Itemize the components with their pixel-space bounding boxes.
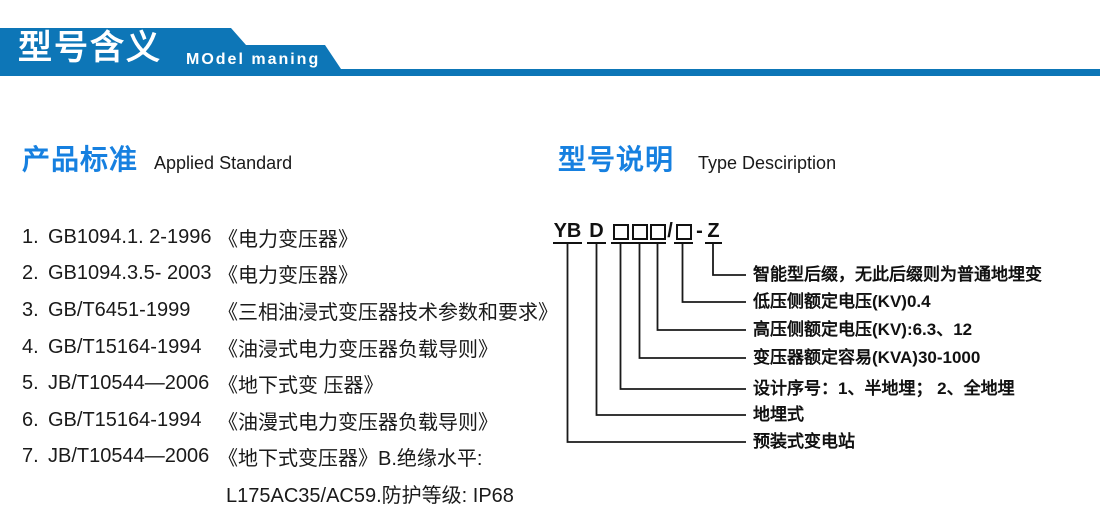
standard-title: 《电力变压器》 (218, 228, 358, 251)
standard-item: 3. GB/T6451-1999 《三相油浸式变压器技术参数和要求》 (22, 292, 572, 329)
banner-title: 型号含义 (18, 29, 162, 67)
standard-code: JB/T10544—2006 (48, 372, 210, 395)
standard-item: 7. JB/T10544—2006 《地下式变压器》B.绝缘水平: (22, 439, 572, 476)
item-number: 7. (22, 445, 39, 468)
standard-title: 《地下式变 压器》 (218, 375, 384, 398)
placeholder-box-icon (631, 223, 648, 240)
standard-title: 《电力变压器》 (218, 265, 358, 288)
type-description-heading-zh: 型号说明 (558, 144, 675, 175)
model-code-slash: / (667, 220, 673, 242)
diagram-label-hv-voltage: 高压侧额定电压(KV):6.3、12 (753, 320, 973, 339)
diagram-label-buried-type: 地埋式 (753, 405, 804, 424)
model-code-yb: YB (553, 220, 582, 244)
diagram-label-smart-suffix: 智能型后缀，无此后缀则为普通地埋变 (753, 265, 1042, 284)
standard-code: GB/T6451-1999 (48, 298, 191, 321)
item-number: 4. (22, 335, 39, 358)
applied-standard-heading-en: Applied Standard (154, 153, 293, 173)
applied-standard-heading-zh: 产品标准 (22, 144, 139, 175)
standard-code: JB/T10544—2006 (48, 445, 210, 468)
type-description-heading: 型号说明 Type Desciription (558, 138, 836, 178)
standard-item-continuation: L175AC35/AC59.防护等级: IP68 (22, 475, 572, 512)
banner-ribbon-shape (0, 28, 1100, 76)
item-number: 5. (22, 372, 39, 395)
applied-standard-heading: 产品标准 Applied Standard (22, 138, 292, 178)
model-code-z: Z (705, 220, 722, 244)
model-code-box-1 (611, 220, 630, 244)
standards-list: 1. GB1094.1. 2-1996 《电力变压器》 2. GB1094.3.5-… (22, 219, 572, 512)
header-banner: 型号含义 MOdel maning (0, 0, 1100, 90)
standard-code: GB1094.3.5- 2003 (48, 262, 212, 285)
type-description-heading-en: Type Desciription (698, 153, 837, 173)
model-code-box-4 (674, 220, 693, 244)
standard-code: GB/T15164-1994 (48, 408, 202, 431)
standard-item: 4. GB/T15164-1994 《油浸式电力变压器负载导则》 (22, 329, 572, 366)
diagram-label-design-serial: 设计序号：1、半地埋； 2、全地埋 (753, 379, 1015, 398)
model-code-d: D (587, 220, 606, 244)
standard-item: 2. GB1094.3.5- 2003 《电力变压器》 (22, 256, 572, 293)
standard-title: 《地下式变压器》B.绝缘水平: (218, 448, 483, 471)
placeholder-box-icon (675, 223, 692, 240)
placeholder-box-icon (612, 223, 629, 240)
model-code-box-3 (649, 220, 666, 244)
item-number: 6. (22, 408, 39, 431)
placeholder-box-icon (649, 223, 666, 240)
standard-title: 《油漫式电力变压器负载导则》 (218, 411, 498, 434)
item-number: 3. (22, 298, 39, 321)
standard-title: 《油浸式电力变压器负载导则》 (218, 338, 498, 361)
item-number: 1. (22, 225, 39, 248)
diagram-label-lv-voltage: 低压侧额定电压(KV)0.4 (753, 292, 931, 311)
standard-code: GB1094.1. 2-1996 (48, 225, 212, 248)
standard-continuation-text: L175AC35/AC59.防护等级: IP68 (226, 484, 514, 507)
standard-code: GB/T15164-1994 (48, 335, 202, 358)
standard-item: 6. GB/T15164-1994 《油漫式电力变压器负载导则》 (22, 402, 572, 439)
item-number: 2. (22, 262, 39, 285)
standard-item: 5. JB/T10544—2006 《地下式变 压器》 (22, 365, 572, 402)
standard-item: 1. GB1094.1. 2-1996 《电力变压器》 (22, 219, 572, 256)
model-naming-diagram: YB D / - Z 智能型后缀，无此后缀则为普通地埋变 低压侧额定电压(KV)… (550, 216, 1100, 476)
diagram-connector-lines (566, 244, 746, 443)
standard-title: 《三相油浸式变压器技术参数和要求》 (218, 301, 558, 324)
diagram-label-rated-capacity: 变压器额定容易(KVA)30-1000 (753, 348, 981, 367)
model-code-box-2 (630, 220, 649, 244)
model-code-dash: - (696, 220, 703, 242)
diagram-label-prefab-substation: 预装式变电站 (753, 432, 855, 451)
banner-subtitle: MOdel maning (186, 51, 321, 68)
